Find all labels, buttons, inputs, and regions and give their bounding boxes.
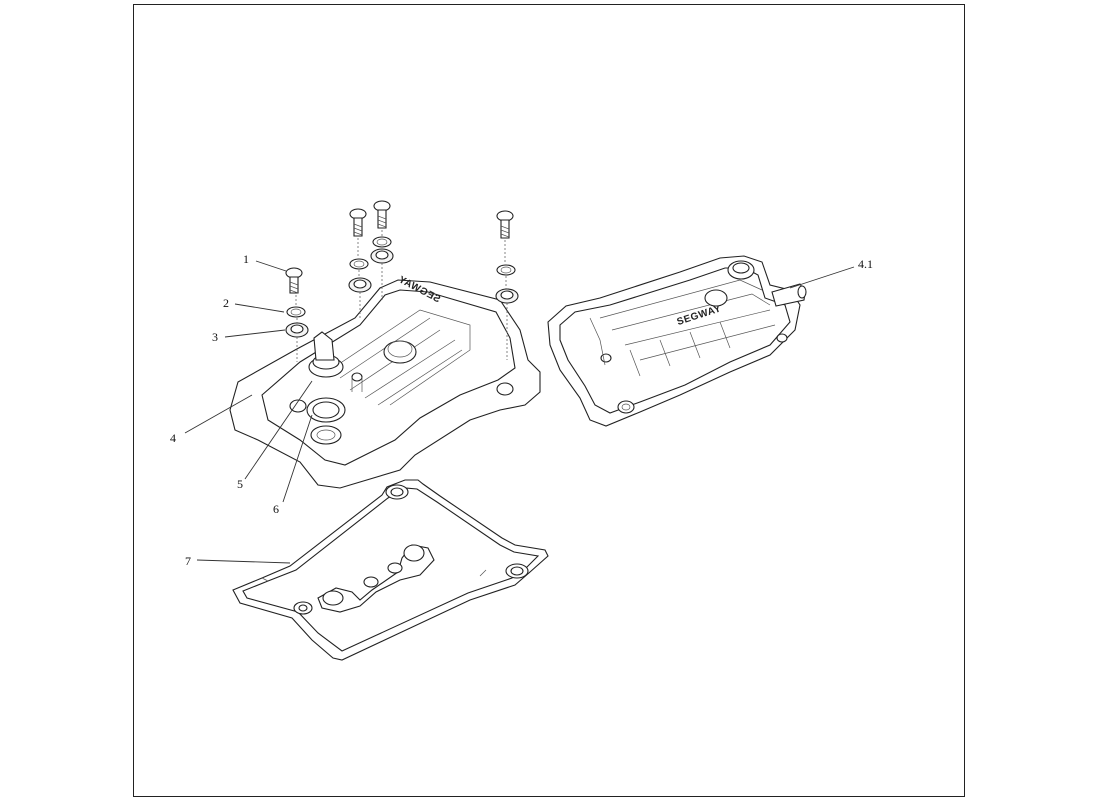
callout-labels: 1 2 3 4 4.1 5 6 7 [170,252,873,568]
callout-4-1: 4.1 [858,257,873,271]
bolt-assembly-left [285,267,309,362]
valve-cover: SEGWAY [229,274,541,489]
callout-5: 5 [237,477,243,491]
washer [286,306,306,318]
callout-3: 3 [212,330,218,344]
leader-lines [184,260,855,564]
callout-7: 7 [185,554,191,568]
callout-4: 4 [170,431,176,445]
valve-cover-assembled-view: SEGWAY [547,255,807,427]
callout-2: 2 [223,296,229,310]
valve-cover-gasket [232,479,549,661]
bolt-assembly-center-right [370,200,394,300]
drawing-frame [133,4,965,797]
bolt-assembly-center-left [348,208,372,318]
bolt-assembly-right [495,210,519,360]
filler-hole [310,425,342,445]
callout-1: 1 [243,252,249,266]
callout-6: 6 [273,502,279,516]
oil-filler-cap [308,331,344,378]
